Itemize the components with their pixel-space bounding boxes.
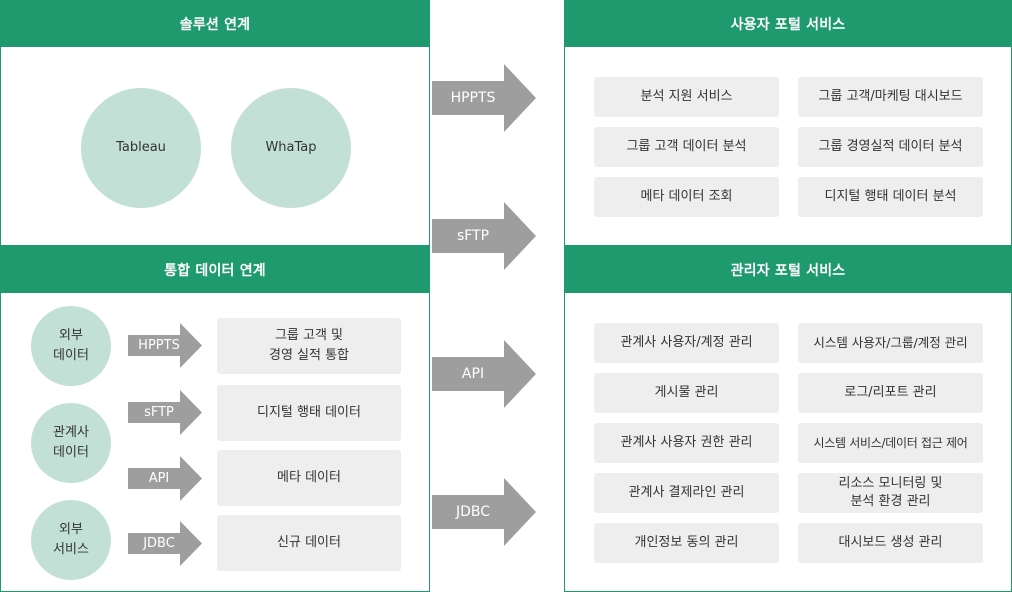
protocol-label-api: API: [148, 471, 170, 486]
tableau-circle: Tableau: [81, 88, 201, 208]
data-box-meta: 메타 데이터: [217, 450, 401, 506]
admin-service-left-4: 관계사 결제라인 관리: [594, 473, 779, 513]
connector-label-jdbc: JDBC: [455, 504, 491, 520]
user-service-left-1: 분석 지원 서비스: [594, 77, 779, 117]
user-service-right-2: 그룹 경영실적 데이터 분석: [798, 127, 983, 167]
connector-label-sftp: sFTP: [456, 228, 490, 244]
protocol-label-sftp: sFTP: [144, 405, 174, 420]
connector-label-hppts: HPPTS: [450, 90, 496, 106]
solution-panel-title: 솔루션 연계: [1, 1, 429, 47]
protocol-label-jdbc: JDBC: [143, 536, 175, 551]
admin-service-left-5: 개인정보 동의 관리: [594, 523, 779, 563]
source-external-service: 외부 서비스: [31, 500, 111, 580]
connector-arrow-api: API: [432, 340, 536, 408]
user-service-right-3: 디지털 행태 데이터 분석: [798, 177, 983, 217]
user-service-left-2: 그룹 고객 데이터 분석: [594, 127, 779, 167]
admin-service-left-3: 관계사 사용자 권한 관리: [594, 423, 779, 463]
user-portal-panel: 사용자 포털 서비스 분석 지원 서비스 그룹 고객 데이터 분석 메타 데이터…: [564, 0, 1012, 246]
connector-arrow-hppts: HPPTS: [432, 64, 536, 132]
admin-service-right-3: 시스템 서비스/데이터 접근 제어: [798, 423, 983, 463]
protocol-arrow-hppts: HPPTS: [128, 323, 202, 368]
admin-service-left-2: 게시물 관리: [594, 373, 779, 413]
integration-panel-title: 통합 데이터 연계: [1, 247, 429, 293]
user-portal-title: 사용자 포털 서비스: [565, 1, 1011, 47]
admin-portal-title: 관리자 포털 서비스: [565, 247, 1011, 293]
admin-service-right-5: 대시보드 생성 관리: [798, 523, 983, 563]
protocol-label-hppts: HPPTS: [138, 338, 180, 353]
connector-arrow-jdbc: JDBC: [432, 478, 536, 546]
user-service-right-1: 그룹 고객/마케팅 대시보드: [798, 77, 983, 117]
integration-panel: 통합 데이터 연계 외부 데이터 관계사 데이터 외부 서비스 HPPTS sF…: [0, 246, 430, 592]
connector-arrow-sftp: sFTP: [432, 202, 536, 270]
protocol-arrow-jdbc: JDBC: [128, 521, 202, 566]
admin-service-right-1: 시스템 사용자/그룹/계정 관리: [798, 323, 983, 363]
data-box-new: 신규 데이터: [217, 515, 401, 571]
whatap-circle: WhaTap: [231, 88, 351, 208]
source-affiliate-data: 관계사 데이터: [31, 403, 111, 483]
protocol-arrow-sftp: sFTP: [128, 390, 202, 435]
connector-label-api: API: [461, 366, 485, 382]
source-external-data: 외부 데이터: [31, 306, 111, 386]
admin-portal-panel: 관리자 포털 서비스 관계사 사용자/계정 관리 게시물 관리 관계사 사용자 …: [564, 246, 1012, 592]
data-box-group-customer: 그룹 고객 및 경영 실적 통합: [217, 318, 401, 374]
admin-service-left-1: 관계사 사용자/계정 관리: [594, 323, 779, 363]
solution-panel: 솔루션 연계 Tableau WhaTap: [0, 0, 430, 246]
data-box-digital-behavior: 디지털 행태 데이터: [217, 385, 401, 441]
admin-service-right-4: 리소스 모니터링 및 분석 환경 관리: [798, 473, 983, 513]
protocol-arrow-api: API: [128, 456, 202, 501]
admin-service-right-2: 로그/리포트 관리: [798, 373, 983, 413]
user-service-left-3: 메타 데이터 조회: [594, 177, 779, 217]
